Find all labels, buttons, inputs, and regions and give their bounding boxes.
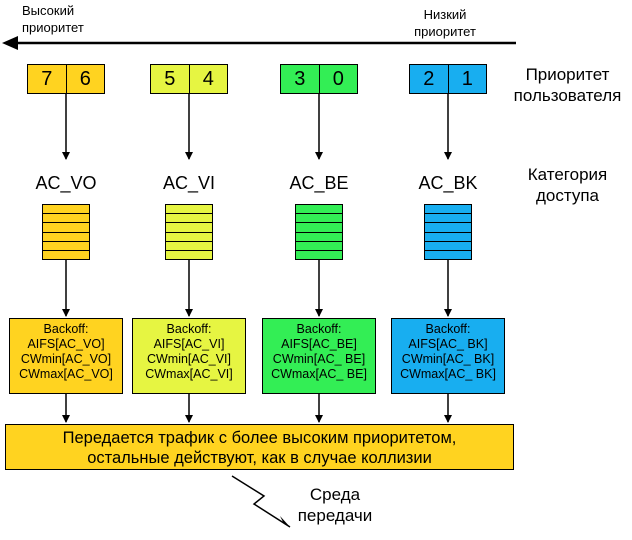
priority-result-banner: Передается трафик с более высоким приори… <box>5 424 514 470</box>
priority-arrowhead <box>2 36 18 50</box>
queue-slot <box>43 249 89 259</box>
priority-value: 3 <box>294 67 306 90</box>
backoff-parameter: Backoff: <box>296 322 342 336</box>
backoff-parameter: CWmin[AC_ BE] <box>272 352 366 366</box>
access-category-ac-vi: AC_VI <box>162 173 216 193</box>
queue-slot <box>425 205 471 213</box>
backoff-parameter: CWmax[AC_VI] <box>145 367 233 381</box>
backoff-parameter: CWmin[AC_VI] <box>146 352 232 366</box>
high-priority-label: Высокий приоритет <box>22 3 84 35</box>
queue-slot <box>43 231 89 241</box>
priority-value: 4 <box>188 65 228 93</box>
backoff-parameter: CWmax[AC_ BE] <box>271 367 367 381</box>
queue-slot <box>43 222 89 231</box>
queue-slot <box>43 240 89 250</box>
queue-slot <box>296 213 342 222</box>
queue-slot <box>296 222 342 231</box>
access-category-ac-vo: AC_VO <box>35 173 97 193</box>
banner-line-2: остальные действуют, как в случае коллиз… <box>87 449 432 467</box>
medium-label: Среда передачи <box>297 485 373 525</box>
banner-line-1: Передается трафик с более высоким приори… <box>62 429 457 447</box>
queue-slot <box>166 213 212 222</box>
backoff-box-ac-vo: Backoff:AIFS[AC_VO]CWmin[AC_VO]CWmax[AC_… <box>9 318 123 394</box>
queue-slot <box>166 205 212 213</box>
user-priority-label: Приоритет пользователя <box>513 65 622 105</box>
backoff-box-ac-bk: Backoff:AIFS[AC_ BK]CWmin[AC_ BK]CWmax[A… <box>391 318 505 394</box>
queue-slot <box>166 231 212 241</box>
queue-slot <box>425 213 471 222</box>
queue-slot <box>296 231 342 241</box>
access-category-ac-bk: AC_BK <box>418 173 478 193</box>
backoff-parameter: CWmax[AC_ BK] <box>400 367 496 381</box>
access-category-ac-be: AC_BE <box>289 173 349 193</box>
backoff-parameter: Backoff: <box>425 322 471 336</box>
medium-lightning-icon <box>231 475 291 528</box>
queue-slot <box>296 249 342 259</box>
queue-slot <box>43 205 89 213</box>
priority-value: 1 <box>447 65 487 93</box>
backoff-parameter: CWmin[AC_VO] <box>20 352 112 366</box>
queue-ac-vo <box>42 204 90 260</box>
queue-slot <box>43 213 89 222</box>
backoff-box-ac-vi: Backoff:AIFS[AC_VI]CWmin[AC_VI]CWmax[AC_… <box>132 318 246 394</box>
backoff-parameter: AIFS[AC_BE] <box>281 337 357 351</box>
access-category-label: Категория доступа <box>527 165 608 205</box>
queue-slot <box>425 222 471 231</box>
backoff-box-ac-be: Backoff:AIFS[AC_BE]CWmin[AC_ BE]CWmax[AC… <box>262 318 376 394</box>
queue-slot <box>425 231 471 241</box>
backoff-parameter: AIFS[AC_VI] <box>153 337 225 351</box>
priority-value: 0 <box>318 65 358 93</box>
queue-slot <box>425 240 471 250</box>
queue-slot <box>296 240 342 250</box>
priority-value: 6 <box>65 65 105 93</box>
queue-slot <box>166 249 212 259</box>
queue-ac-bk <box>424 204 472 260</box>
queue-slot <box>166 240 212 250</box>
backoff-parameter: AIFS[AC_VO] <box>27 337 105 351</box>
backoff-parameter: CWmax[AC_VO] <box>19 367 113 381</box>
backoff-parameter: AIFS[AC_ BK] <box>408 337 488 351</box>
queue-slot <box>296 205 342 213</box>
queue-ac-vi <box>165 204 213 260</box>
backoff-parameter: Backoff: <box>43 322 89 336</box>
queue-slot <box>425 249 471 259</box>
priority-value: 7 <box>41 67 53 90</box>
queue-slot <box>166 222 212 231</box>
low-priority-label: Низкий приоритет <box>414 7 476 39</box>
priority-value: 5 <box>164 67 176 90</box>
priority-value: 2 <box>423 67 435 90</box>
backoff-parameter: Backoff: <box>166 322 212 336</box>
backoff-parameter: CWmin[AC_ BK] <box>401 352 495 366</box>
queue-ac-be <box>295 204 343 260</box>
